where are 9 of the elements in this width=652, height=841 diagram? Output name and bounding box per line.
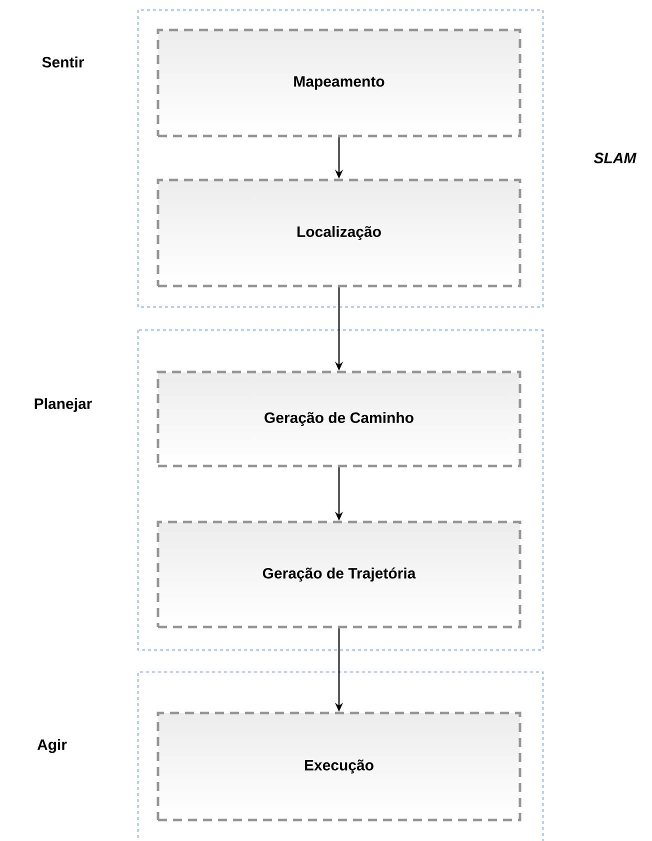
side-label: SLAM: [594, 152, 636, 164]
process-box: Mapeamento: [156, 28, 522, 138]
process-box: Geração de Caminho: [156, 370, 522, 468]
process-box: Localização: [156, 178, 522, 288]
process-box: Execução: [156, 712, 522, 822]
group-label: Sentir: [42, 56, 84, 68]
group-label: Agir: [37, 738, 67, 754]
process-box: Geração de Trajetória: [156, 520, 522, 628]
group-label: Planejar: [34, 398, 92, 412]
